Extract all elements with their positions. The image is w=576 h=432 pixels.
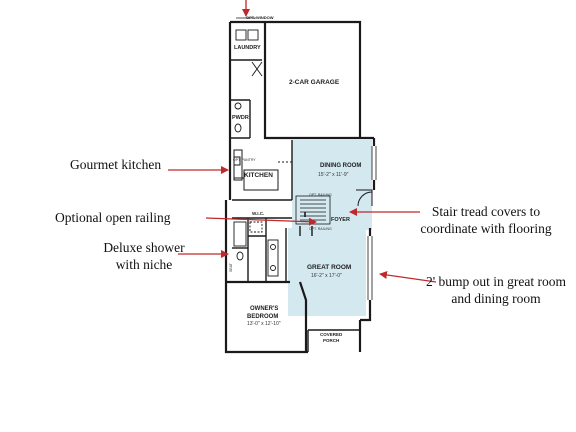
front-door	[356, 189, 373, 207]
interior-walls	[230, 59, 360, 352]
bath-fixtures	[233, 29, 279, 277]
vanity	[267, 239, 279, 277]
dining-room-name: DINING ROOM	[320, 163, 361, 169]
annotation-shower-line-2: with niche	[115, 257, 173, 272]
annotation-deluxe-shower: Deluxe shower with niche	[103, 239, 185, 273]
toilet	[236, 251, 244, 261]
opt-railing-top-label: OPT. RAILING	[309, 193, 332, 197]
dryer	[247, 29, 259, 41]
shower	[233, 221, 247, 247]
covered-porch-1: COVERED	[320, 332, 343, 337]
great-room-highlight	[288, 228, 366, 316]
annotation-bump-out: 2' bump out in great room and dining roo…	[420, 273, 572, 307]
arrow-railing	[205, 217, 317, 226]
covered-porch-2: PORCH	[323, 338, 339, 343]
annotation-stair-tread: Stair tread covers to coordinate with fl…	[406, 203, 566, 237]
annotation-arrows	[168, 0, 437, 283]
vanity-sink-2	[270, 265, 276, 271]
annotation-gourmet-kitchen: Gourmet kitchen	[70, 157, 162, 172]
kitchen-island	[243, 169, 279, 191]
owners-bedroom-name-2: BEDROOM	[247, 314, 278, 320]
great-room-name: GREAT ROOM	[307, 264, 351, 271]
kitchen-fixtures	[233, 149, 292, 191]
foyer-highlight	[292, 200, 372, 230]
opt-window-label: OPT. WINDOW	[246, 15, 274, 20]
washer	[235, 29, 247, 41]
great-room-dim: 16'-2" x 17'-0"	[311, 273, 342, 279]
seat-label: SEAT	[229, 262, 233, 272]
foyer-label: FOYER	[331, 217, 350, 223]
vanity-sink-1	[270, 244, 276, 250]
pwdr-label: PWDR	[232, 115, 249, 121]
pantry-label: OPT. PANTRY	[233, 158, 256, 162]
annotation-stair-line-2: coordinate with flooring	[420, 221, 552, 236]
owners-bedroom-name-1: OWNER'S	[250, 306, 278, 312]
powder-sink	[234, 102, 242, 110]
opt-railing-bottom-label: OPT. RAILING	[309, 227, 332, 231]
annotation-bump-line-1: 2' bump out in great room	[425, 274, 567, 289]
powder-toilet	[234, 123, 242, 133]
annotation-bump-line-2: and dining room	[451, 291, 541, 306]
garage-label: 2-CAR GARAGE	[289, 79, 340, 86]
owners-bedroom-dim: 13'-0" x 12'-10"	[247, 321, 281, 327]
annotation-open-railing: Optional open railing	[55, 210, 171, 225]
dining-room-highlight	[292, 140, 372, 202]
arrow-bump	[379, 271, 437, 283]
wic-label: W.I.C.	[252, 211, 264, 216]
windows	[236, 17, 377, 300]
annotation-stair-line-1: Stair tread covers to	[431, 204, 541, 219]
annotation-shower-line-1: Deluxe shower	[103, 240, 185, 255]
range	[233, 156, 241, 166]
highlighted-areas	[288, 140, 372, 316]
laundry-label: LAUNDRY	[234, 45, 261, 51]
kitchen-label: KITCHEN	[244, 172, 273, 179]
dining-room-dim: 15'-2" x 11'-9"	[318, 172, 349, 178]
